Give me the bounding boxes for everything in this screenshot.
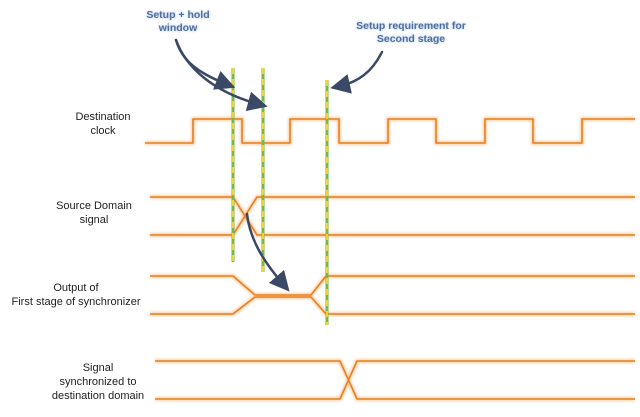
first-stage-output-label: Output of First stage of synchronizer [2,281,150,309]
source-domain-signal-waveform [150,195,635,237]
first-stage-output-waveform [150,274,635,316]
setup-requirement-annotation-line1: Setup requirement for [356,20,466,32]
synchronized-signal-label-line3: destination domain [51,390,145,402]
destination-clock-label-line1: Destination [75,111,131,123]
first-stage-output-label-line2: First stage of synchronizer [11,296,141,308]
destination-clock-label-line2: clock [90,125,116,137]
setup-hold-window-annotation: Setup + hold window [130,9,226,35]
setup-requirement-annotation-line2: Second stage [376,33,446,45]
metastability-arrow [245,212,290,292]
setup-hold-arrows [174,38,268,112]
first-stage-output-label-line1: Output of [53,282,99,294]
destination-clock-label: Destination clock [64,110,142,138]
setup-requirement-arrow [330,50,384,94]
synchronized-signal-waveform [155,359,635,401]
synchronized-signal-label: Signal synchronized to destination domai… [40,361,156,403]
synchronized-signal-label-line1: Signal [82,362,114,374]
setup-hold-annotation-line1: Setup + hold [146,9,210,21]
source-domain-signal-label-line2: signal [79,214,109,226]
source-domain-signal-label: Source Domain signal [44,199,144,227]
source-domain-signal-label-line1: Source Domain [56,200,132,212]
synchronized-signal-label-line2: synchronized to [59,376,137,388]
setup-hold-annotation-line2: window [158,22,198,34]
setup-requirement-annotation: Setup requirement for Second stage [346,20,476,46]
destination-clock-waveform [145,117,635,145]
